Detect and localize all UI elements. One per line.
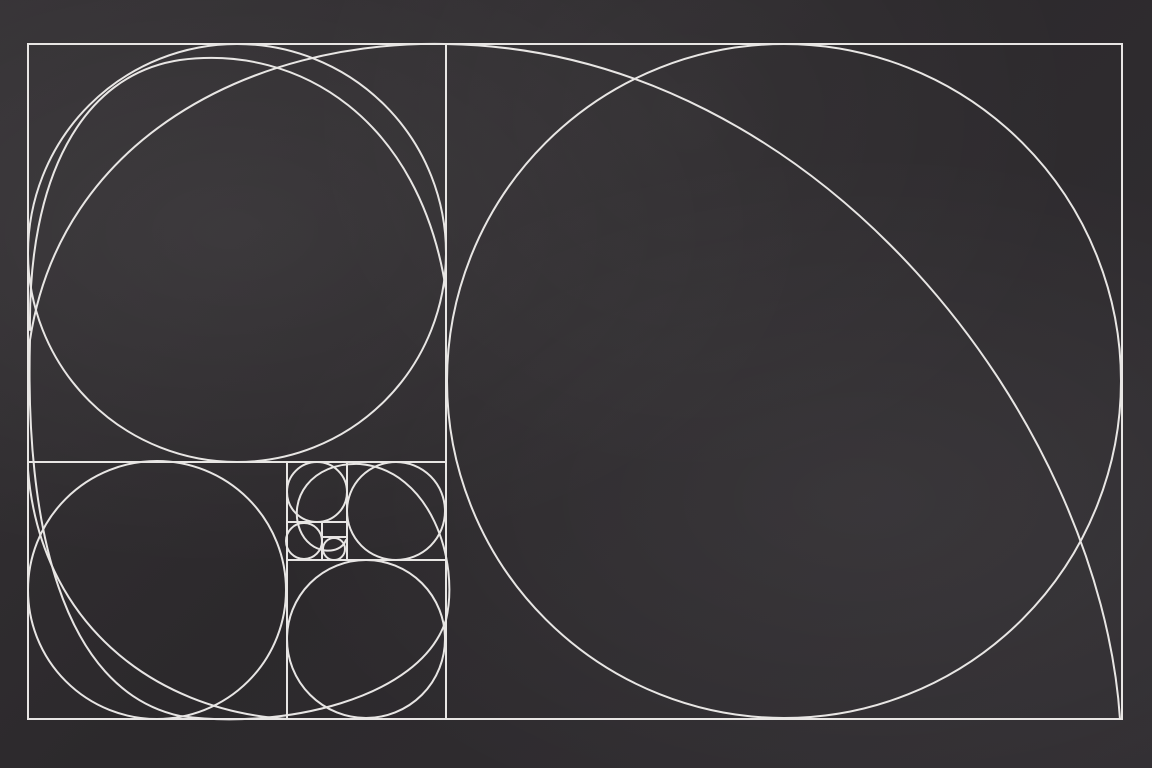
circle-square-8 xyxy=(286,559,446,719)
circle-square-5 xyxy=(346,461,446,561)
circle-square-21 xyxy=(27,43,447,463)
spiral-arc-left xyxy=(28,339,447,721)
spiral-arc-secondary-bottom xyxy=(27,469,288,720)
spiral-arc-outer-top xyxy=(29,42,1121,720)
circle-square-2 xyxy=(285,522,323,560)
circle-square-13 xyxy=(27,460,287,720)
circle-square-34 xyxy=(446,43,1122,719)
outer-golden-rectangle xyxy=(27,43,1123,720)
circle-square-1 xyxy=(322,537,346,561)
spiral-arc-secondary-left xyxy=(28,56,447,331)
circle-square-3 xyxy=(286,461,348,523)
spiral-arc-inner xyxy=(295,462,451,621)
